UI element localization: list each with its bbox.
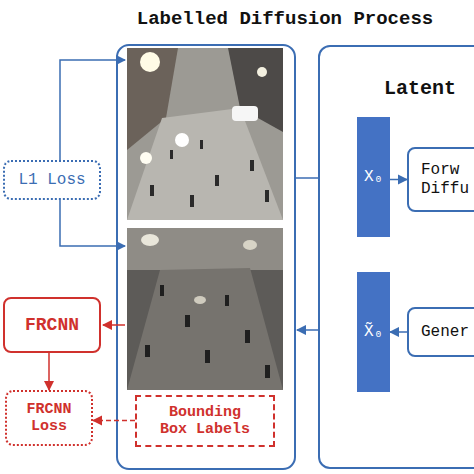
generated-light (243, 240, 257, 250)
person-shape (265, 190, 269, 202)
person-shape (225, 295, 229, 306)
person-shape (150, 185, 154, 196)
building-shape (228, 48, 283, 132)
process-box: Forw Diffu (407, 147, 474, 212)
process-box: Gener (407, 307, 474, 357)
person-shape (245, 330, 250, 343)
street-light (175, 133, 189, 147)
node-label: X₀ (364, 168, 383, 186)
node-label: Bounding Box Labels (155, 404, 255, 439)
car-shape (232, 106, 258, 121)
loss-wire (60, 60, 125, 160)
latent-bar: X₀ (357, 117, 390, 237)
flow-arrow (93, 420, 135, 422)
model-panel: LatentX₀ Forw DiffuX̃₀ Gener (318, 45, 474, 469)
person-shape (145, 345, 150, 357)
generated-light (194, 296, 206, 304)
generated-image (127, 228, 283, 390)
detector-wire (103, 324, 125, 326)
street-image (127, 48, 283, 220)
node-label: Gener (421, 323, 474, 341)
street-light (257, 67, 267, 77)
generated-light (141, 234, 159, 246)
person-shape (250, 160, 254, 171)
label-box: Bounding Box Labels (135, 395, 275, 447)
street-road (127, 108, 283, 220)
person-shape (200, 140, 203, 149)
panel-heading: Latent (384, 77, 456, 100)
street-light (140, 152, 152, 164)
person-shape (190, 195, 194, 207)
detector-box: FRCNN (3, 297, 101, 353)
generated-road (127, 268, 283, 390)
generated-image-band (127, 228, 283, 270)
node-label: X̃₀ (364, 323, 383, 341)
node-label: FRCNN Loss (14, 401, 84, 436)
person-shape (215, 175, 219, 186)
flow-arrow (48, 353, 50, 390)
diagram-title: Labelled Diffusion Process (110, 8, 460, 30)
loss-box: FRCNN Loss (5, 390, 93, 446)
loss-box: L1 Loss (3, 160, 101, 200)
person-shape (160, 285, 164, 296)
person-shape (185, 315, 190, 327)
latent-bar: X̃₀ (357, 272, 390, 392)
person-shape (205, 350, 210, 363)
street-light (140, 52, 160, 72)
person-shape (170, 150, 173, 159)
process-panel (117, 45, 295, 469)
node-label: FRCNN (25, 315, 79, 336)
node-label: L1 Loss (18, 171, 85, 189)
node-label: Forw Diffu (421, 161, 474, 198)
loss-wire (60, 200, 125, 246)
person-shape (265, 365, 270, 378)
